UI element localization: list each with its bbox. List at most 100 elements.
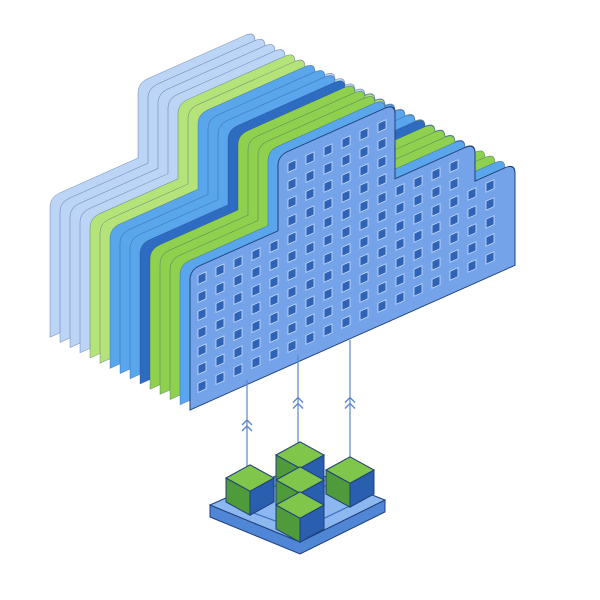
window — [269, 347, 279, 361]
window — [233, 255, 243, 269]
window — [395, 291, 405, 305]
window — [305, 205, 315, 219]
window — [431, 167, 441, 181]
window — [233, 363, 243, 377]
window — [251, 319, 261, 333]
window — [233, 309, 243, 323]
window — [377, 299, 387, 313]
window — [377, 245, 387, 259]
window — [341, 153, 351, 167]
window — [377, 191, 387, 205]
window — [251, 337, 261, 351]
window — [377, 119, 387, 133]
window — [431, 257, 441, 271]
window — [215, 371, 225, 386]
window — [377, 155, 387, 169]
window — [449, 231, 459, 245]
window — [341, 261, 351, 275]
window — [251, 265, 261, 279]
window — [413, 175, 423, 189]
window — [305, 223, 315, 237]
window — [305, 295, 315, 309]
window — [197, 343, 207, 358]
window — [287, 231, 297, 245]
window — [395, 273, 405, 287]
window — [287, 285, 297, 299]
window — [485, 197, 495, 211]
cube-top-face — [224, 464, 276, 492]
window — [467, 259, 477, 273]
window — [197, 271, 207, 286]
window — [323, 251, 333, 265]
window — [233, 345, 243, 359]
window — [269, 275, 279, 289]
window — [215, 299, 225, 314]
window — [449, 267, 459, 281]
window — [323, 143, 333, 157]
window — [467, 205, 477, 219]
window — [359, 163, 369, 177]
window — [431, 275, 441, 289]
window — [305, 259, 315, 273]
window — [377, 209, 387, 223]
window — [377, 173, 387, 187]
window — [269, 311, 279, 325]
window — [305, 169, 315, 183]
window — [251, 355, 261, 369]
window — [359, 181, 369, 195]
window — [323, 197, 333, 211]
window — [359, 199, 369, 213]
data-cube — [324, 456, 376, 509]
window — [287, 249, 297, 263]
window — [431, 239, 441, 253]
window — [449, 195, 459, 209]
window — [269, 239, 279, 253]
window — [395, 183, 405, 197]
window — [197, 289, 207, 304]
window — [377, 263, 387, 277]
window — [467, 241, 477, 255]
window — [431, 185, 441, 199]
window — [323, 233, 333, 247]
window — [197, 379, 207, 394]
window — [287, 159, 297, 173]
window — [395, 201, 405, 215]
window — [413, 265, 423, 279]
window — [323, 323, 333, 337]
window — [413, 283, 423, 297]
window — [287, 177, 297, 191]
window — [287, 321, 297, 335]
window — [197, 361, 207, 376]
window — [359, 253, 369, 267]
window — [359, 127, 369, 141]
window — [449, 249, 459, 263]
window — [341, 135, 351, 149]
window — [233, 327, 243, 341]
window — [359, 217, 369, 231]
window — [305, 241, 315, 255]
window — [449, 159, 459, 173]
window — [323, 269, 333, 283]
data-cubes — [224, 441, 376, 544]
window — [341, 171, 351, 185]
window — [215, 335, 225, 350]
window — [449, 177, 459, 191]
cloud-front-group — [189, 106, 516, 411]
window — [413, 229, 423, 243]
window — [251, 301, 261, 315]
window — [341, 297, 351, 311]
chevron-up-icon — [241, 419, 253, 432]
window — [413, 211, 423, 225]
window — [197, 325, 207, 340]
window — [269, 329, 279, 343]
window — [341, 243, 351, 257]
window — [341, 315, 351, 329]
window — [269, 257, 279, 271]
window — [359, 271, 369, 285]
window — [485, 233, 495, 247]
window — [395, 255, 405, 269]
window — [323, 179, 333, 193]
window — [215, 353, 225, 368]
window — [377, 281, 387, 295]
window — [251, 247, 261, 261]
